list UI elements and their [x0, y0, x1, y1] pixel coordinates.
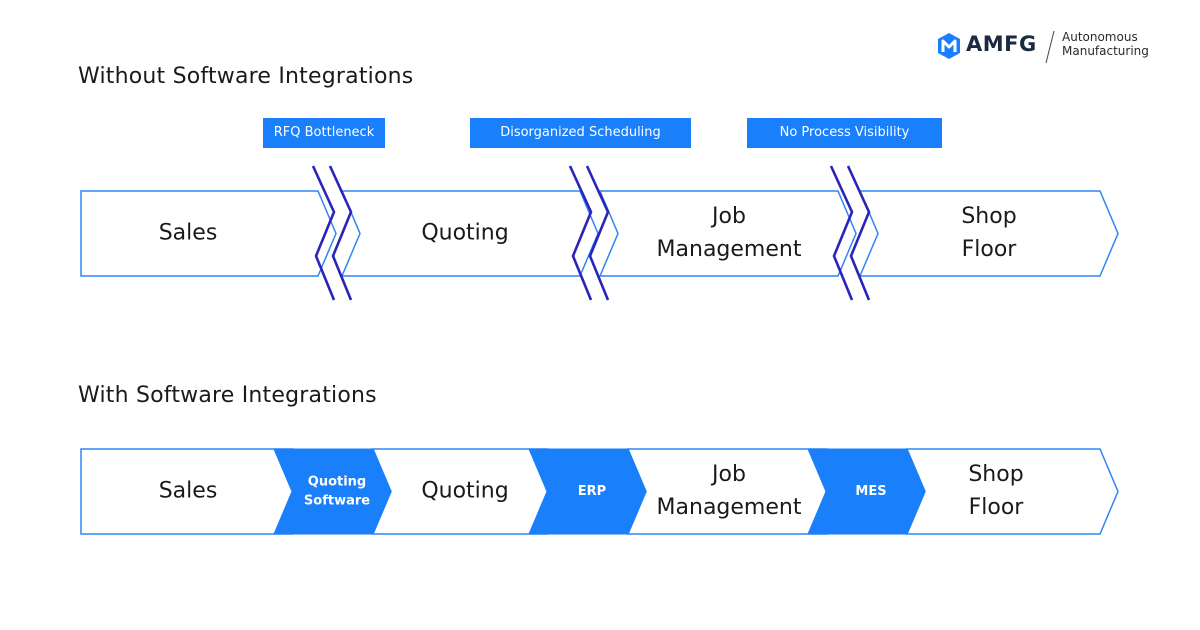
connector-mes — [807, 448, 926, 535]
connector-erp — [528, 448, 647, 535]
amfg-logo-icon — [938, 33, 960, 59]
stage-quoting-with-label-line-1: Quoting — [421, 479, 508, 504]
stage-job-management-without-label-line-2: Management — [657, 237, 802, 262]
stage-shop-floor-without-label-line-1: Shop — [961, 204, 1016, 229]
stage-sales-without-label-line-1: Sales — [159, 221, 218, 246]
logo-divider — [1045, 30, 1055, 64]
logo-tagline: Autonomous Manufacturing — [1062, 30, 1152, 58]
connector-quoting-software-label-line-1: Quoting — [308, 475, 366, 490]
logo-tagline-line2: Manufacturing — [1062, 44, 1149, 58]
stage-job-management-without-label-line-1: Job — [710, 204, 746, 229]
connector-mes-label-line-1: MES — [855, 484, 886, 499]
title-without-integrations: Without Software Integrations — [78, 64, 414, 89]
logo-wordmark: AMFG — [966, 32, 1037, 56]
title-with-integrations: With Software Integrations — [78, 383, 377, 408]
badge-disorganized-scheduling: Disorganized Scheduling — [470, 118, 691, 148]
stage-shop-floor-without — [858, 190, 1119, 277]
connector-quoting-software-label-line-2: Software — [304, 494, 370, 509]
stage-job-management-with-label-line-2: Management — [657, 495, 802, 520]
stage-shop-floor-without-label-line-2: Floor — [962, 237, 1018, 262]
logo-tagline-line1: Autonomous — [1062, 30, 1138, 44]
amfg-logo: AMFG Autonomous Manufacturing — [936, 30, 1149, 64]
stage-sales-with-label-line-1: Sales — [159, 479, 218, 504]
connector-erp-label-line-1: ERP — [578, 484, 606, 499]
badge-no-process-visibility: No Process Visibility — [747, 118, 942, 148]
connector-quoting-software — [273, 448, 392, 535]
stage-sales-without — [80, 190, 337, 277]
stage-job-management-without — [598, 190, 857, 277]
stage-shop-floor-with-label-line-2: Floor — [969, 495, 1025, 520]
zigzag-break-icon — [829, 165, 871, 301]
zigzag-break-icon — [311, 165, 353, 301]
stage-job-management-with-label-line-1: Job — [710, 462, 746, 487]
stage-quoting-without-label-line-1: Quoting — [421, 221, 508, 246]
stage-shop-floor-with-label-line-1: Shop — [968, 462, 1023, 487]
zigzag-break-icon — [568, 165, 610, 301]
badge-rfq-bottleneck: RFQ Bottleneck — [263, 118, 385, 148]
